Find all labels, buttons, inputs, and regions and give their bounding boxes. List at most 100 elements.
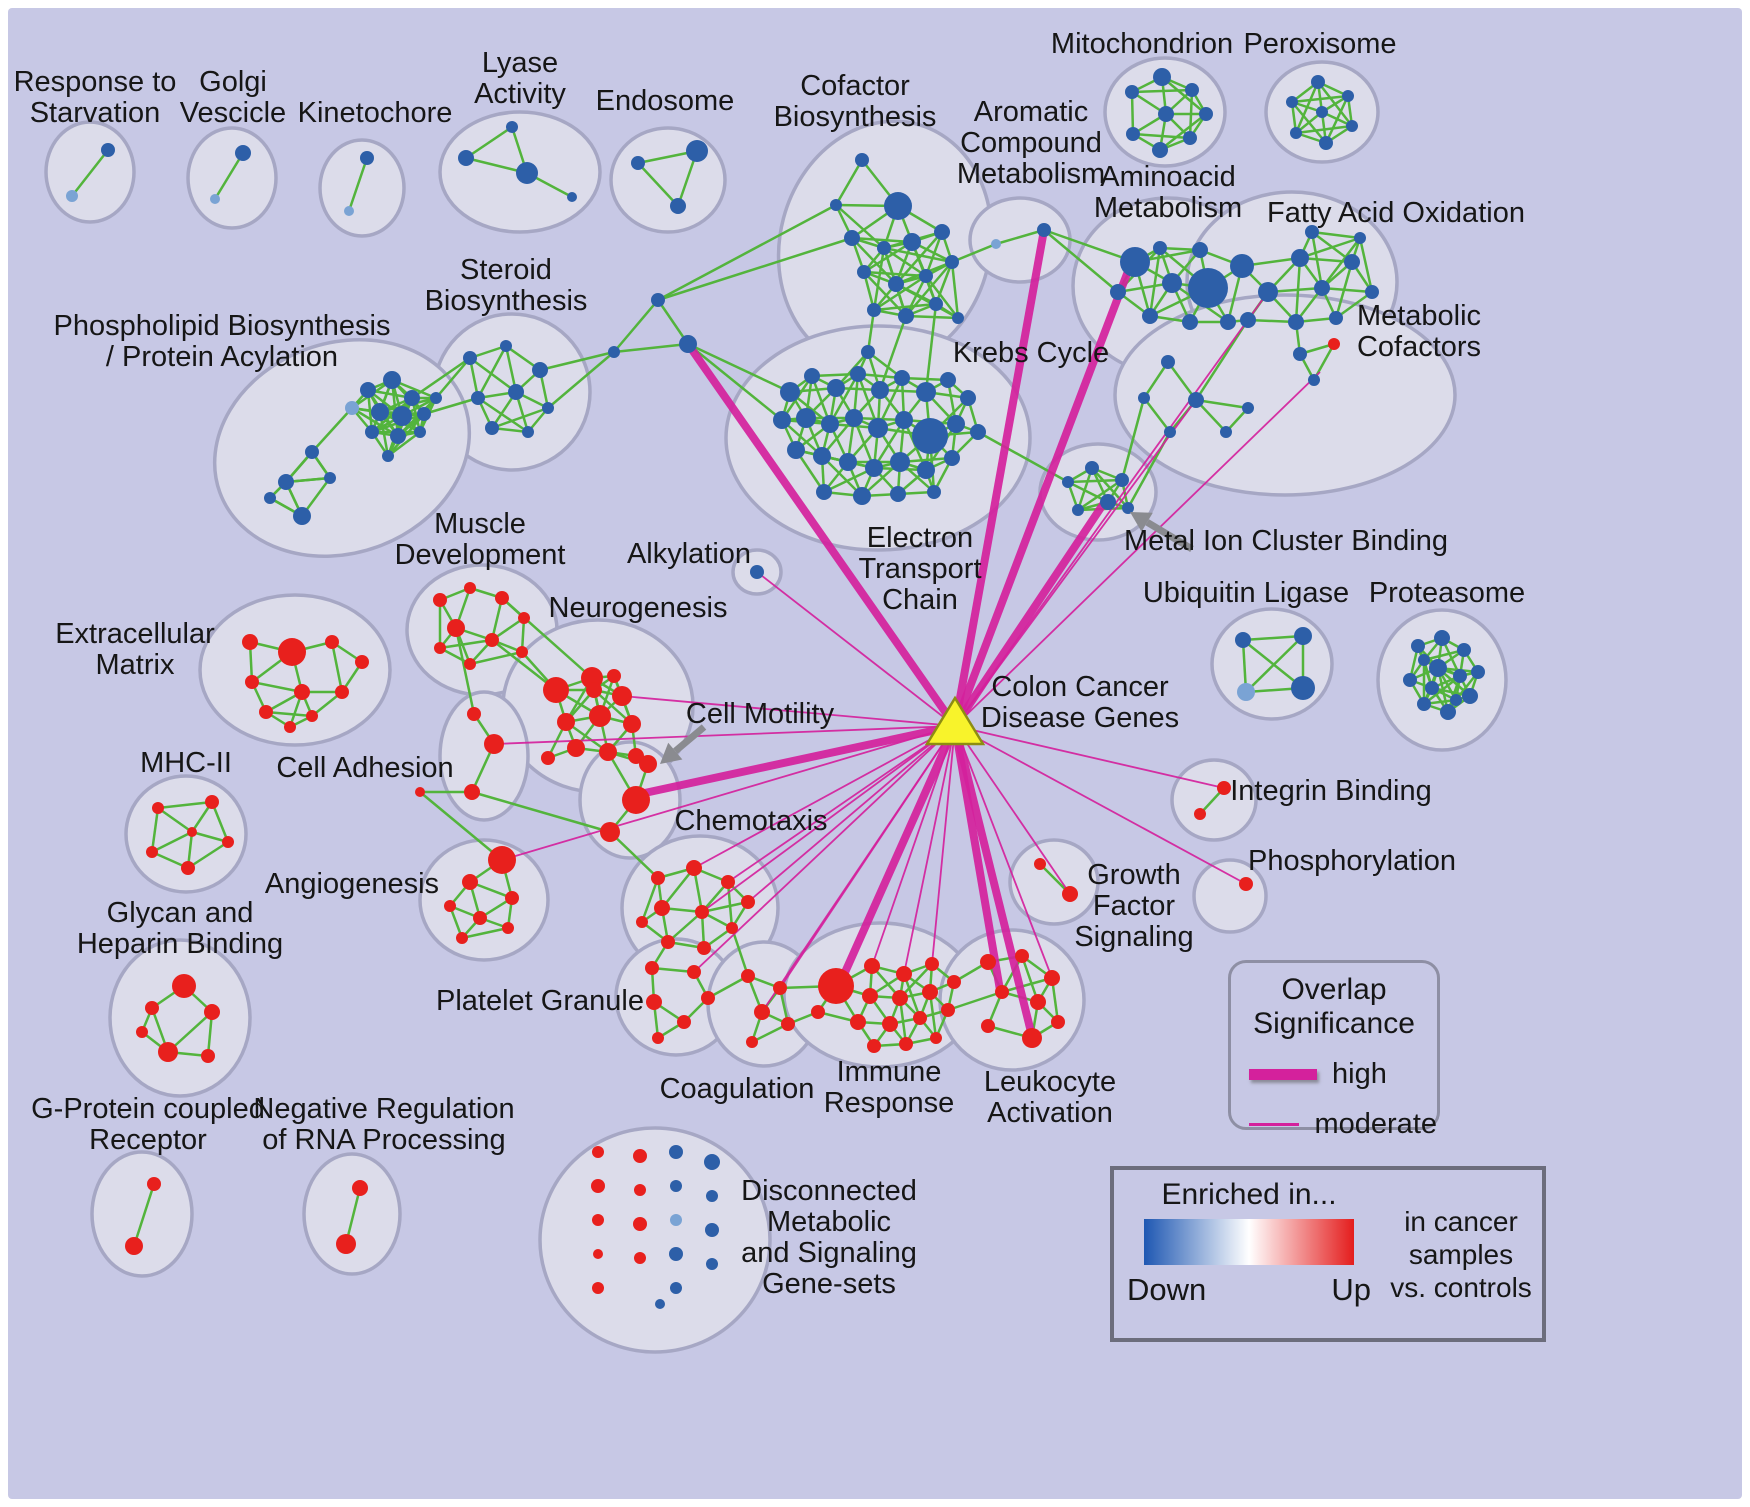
aminoacid-metabolism-node (1110, 284, 1126, 300)
neurogenesis-node (557, 713, 575, 731)
extracellular-matrix-node (242, 634, 258, 650)
krebs-etc-node (813, 447, 831, 465)
krebs-etc-node (890, 486, 906, 502)
alkylation-node (750, 565, 764, 579)
gene-overlap-edge (873, 274, 927, 312)
platelet-granule-label: Platelet Granule (436, 985, 644, 1017)
peroxisome-label: Peroxisome (1243, 28, 1396, 60)
metal-ion-cluster-binding-node (1100, 494, 1116, 510)
angiogenesis-node (473, 911, 487, 925)
growth-factor-signaling-region (1008, 838, 1100, 926)
response-to-starvation-node (66, 190, 78, 202)
overlap-legend-title-line1: Overlap (1281, 973, 1387, 1006)
gene-overlap-edge (707, 974, 749, 1000)
krebs-etc-node (850, 366, 866, 382)
aminoacid-metabolism-node (1220, 314, 1236, 330)
gene-overlap-edge (872, 419, 906, 469)
integrin-binding-label: Integrin Binding (1230, 775, 1432, 807)
gene-overlap-edge (1067, 478, 1123, 484)
neurogenesis-node (599, 743, 617, 761)
gene-overlap-edge (157, 806, 193, 834)
gene-overlap-edge (1131, 88, 1193, 94)
phospholipid-biosynthesis-node (264, 492, 276, 504)
cell-motility-node (622, 786, 650, 814)
cofactor-biosynthesis-node (919, 269, 933, 283)
metabolic-cofactors-node (1328, 338, 1340, 350)
leukocyte-activation-node (995, 985, 1009, 999)
disease-overlap-edge-moderate (954, 725, 1247, 885)
glycan-heparin-binding-region (108, 938, 252, 1098)
bridge-nodes-node (679, 335, 697, 353)
glycan-heparin-binding-node (172, 974, 196, 998)
peroxisome-node (1316, 106, 1328, 118)
proteasome-node (1453, 669, 1467, 683)
leukocyte-activation-node (1015, 949, 1029, 963)
disconnected-gene-sets-node (706, 1258, 718, 1270)
extracellular-matrix-node (355, 655, 369, 669)
krebs-etc-node (787, 441, 805, 459)
steroid-biosynthesis-node (508, 384, 524, 400)
disease-overlap-edge-high (951, 725, 1004, 991)
fatty-acid-oxidation-node (1354, 232, 1366, 244)
chemotaxis-node (697, 941, 711, 955)
cofactor-biosynthesis-node (857, 265, 871, 279)
metabolic-cofactors-node (1242, 402, 1254, 414)
neurogenesis-node (543, 677, 569, 703)
phospholipid-biosynthesis-node (293, 507, 311, 525)
metal-ion-cluster-binding-node (1115, 473, 1129, 487)
phospholipid-biosynthesis-node (278, 474, 294, 490)
krebs-etc-node (960, 390, 976, 406)
enrichment-legend-left: Enriched in... Down Up (1114, 1170, 1384, 1338)
fatty-acid-oxidation-node (1314, 280, 1330, 296)
gene-overlap-edge (1195, 398, 1249, 410)
krebs-etc-node (871, 381, 889, 399)
muscle-development-node (447, 619, 465, 637)
endosome-label: Endosome (596, 85, 735, 117)
angiogenesis-node (505, 891, 519, 905)
fatty-acid-oxidation-node (1288, 314, 1304, 330)
gene-overlap-edge (150, 807, 160, 853)
neurogenesis-node (623, 715, 641, 733)
leukocyte-activation-node (1044, 970, 1060, 986)
disconnected-gene-sets-node (593, 1249, 603, 1259)
phosphorylation-label: Phosphorylation (1248, 845, 1456, 877)
neurogenesis-node (612, 686, 632, 706)
pointer-arrowhead (660, 742, 683, 764)
gene-overlap-edge (1077, 478, 1123, 512)
proteasome-node (1411, 639, 1425, 653)
enrichment-gradient-bar (1144, 1219, 1354, 1265)
metal-ion-cluster-binding-node (1072, 504, 1084, 516)
gene-overlap-edge (1321, 237, 1361, 289)
moderate-significance-label: moderate (1314, 1108, 1437, 1140)
mitochondrion-node (1126, 127, 1140, 141)
gene-overlap-edge (934, 261, 954, 305)
gene-overlap-edge (1043, 228, 1136, 264)
high-significance-swatch (1249, 1069, 1317, 1080)
disconnected-gene-sets-node (592, 1214, 604, 1226)
krebs-etc-node (780, 382, 800, 402)
steroid-biosynthesis-node (500, 340, 512, 352)
gene-overlap-edge (469, 356, 517, 394)
disease-overlap-edge-moderate (727, 725, 956, 883)
phospholipid-biosynthesis-node (392, 406, 412, 426)
gene-overlap-edge (828, 373, 860, 425)
immune-response-node (864, 958, 880, 974)
gene-overlap-edge (435, 357, 471, 399)
immune-response-node (947, 975, 961, 989)
gene-overlap-edge (191, 830, 229, 844)
disease-overlap-edge-moderate (931, 725, 956, 965)
cofactor-biosynthesis-node (867, 303, 881, 317)
krebs-etc-node (796, 408, 816, 428)
growth-factor-signaling-node (1034, 858, 1046, 870)
platelet-granule-node (645, 961, 659, 975)
gene-overlap-edge (1020, 955, 1040, 1003)
krebs-etc-node (816, 484, 832, 500)
